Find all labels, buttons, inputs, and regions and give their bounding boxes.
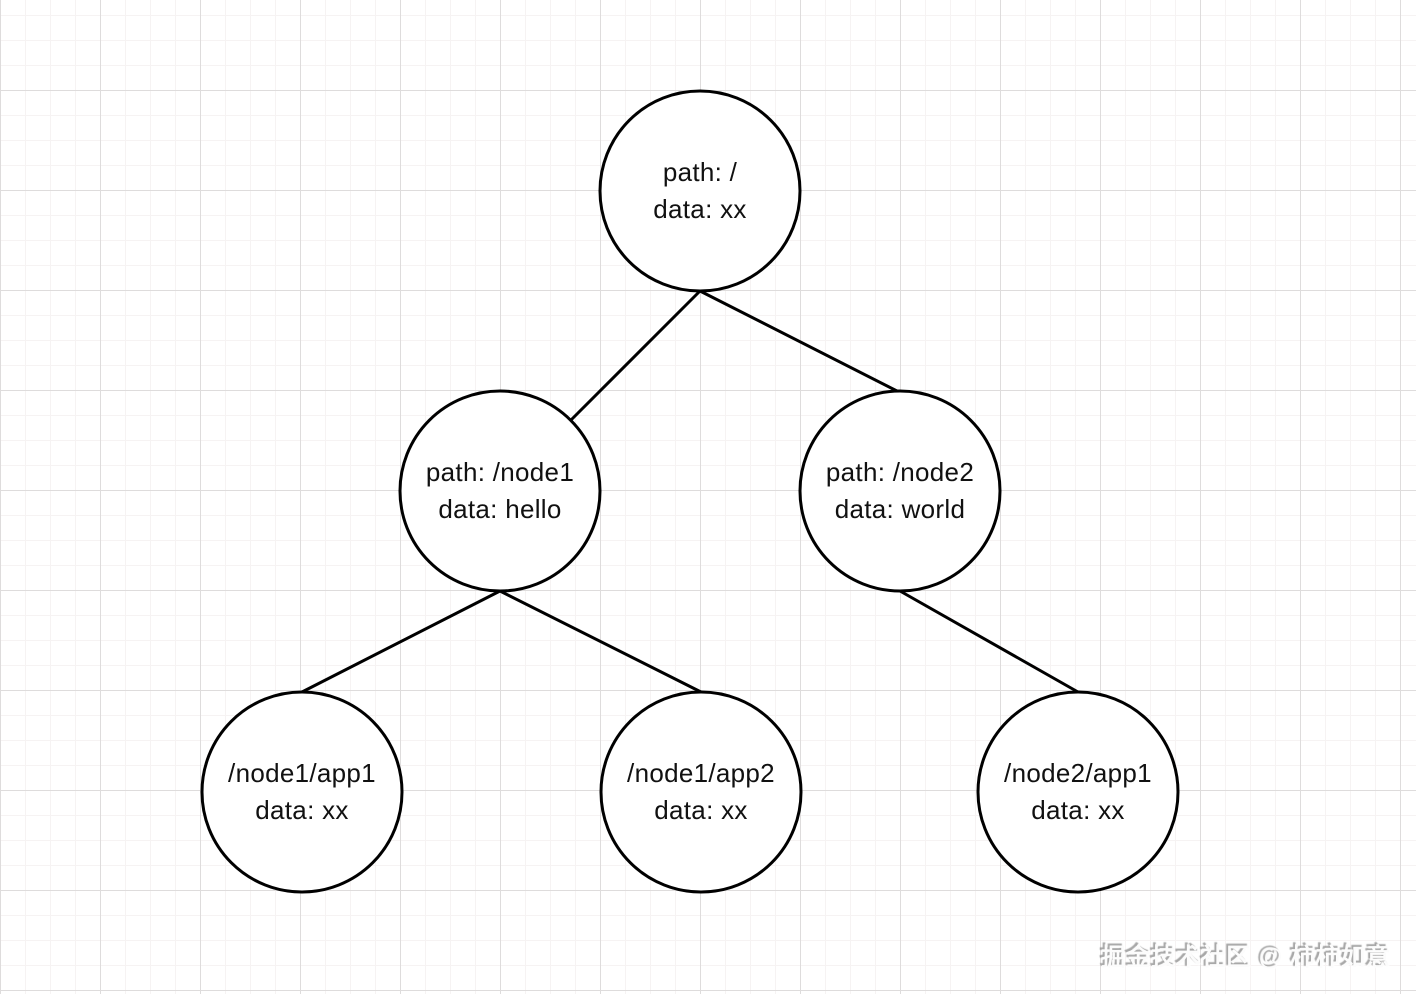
- tree-node-node2-app1: /node2/app1 data: xx: [978, 692, 1178, 892]
- node-circle-node2-app1: [976, 690, 1180, 894]
- node-path-label: /node1/app1: [228, 758, 376, 788]
- node-circle-root: [598, 89, 802, 293]
- tree-node-node2: path: /node2 data: world: [800, 391, 1000, 591]
- node-data-label: data: xx: [654, 795, 748, 825]
- node-path-label: path: /node1: [425, 457, 575, 487]
- tree-node-node1: path: /node1 data: hello: [400, 391, 600, 591]
- watermark-text: 掘金技术社区 @ 柿柿如意: [1101, 944, 1391, 971]
- node-circle-node1: [398, 389, 602, 593]
- tree-node-node1-app2: /node1/app2 data: xx: [601, 692, 801, 892]
- node-data-label: data: xx: [1031, 795, 1125, 825]
- node-circle-node2: [798, 389, 1002, 593]
- node-data-label: data: hello: [438, 494, 562, 524]
- tree-node-root: path: / data: xx: [600, 91, 800, 291]
- node-circle-node1-app2: [599, 690, 803, 894]
- edge-node1-app2: [498, 589, 703, 694]
- node-circle-node1-app1: [200, 690, 404, 894]
- node-path-label: /node1/app2: [627, 758, 775, 788]
- node-data-label: data: world: [834, 494, 966, 524]
- edge-root-node2: [698, 289, 899, 393]
- node-data-label: data: xx: [255, 795, 349, 825]
- node-path-label: /node2/app1: [1004, 758, 1152, 788]
- edge-node2-app1: [898, 589, 1080, 694]
- tree-node-node1-app1: /node1/app1 data: xx: [202, 692, 402, 892]
- edge-node1-app1: [300, 589, 502, 694]
- edge-root-node1: [569, 289, 702, 422]
- node-path-label: path: /: [662, 157, 738, 187]
- node-data-label: data: xx: [653, 194, 747, 224]
- node-path-label: path: /node2: [825, 457, 975, 487]
